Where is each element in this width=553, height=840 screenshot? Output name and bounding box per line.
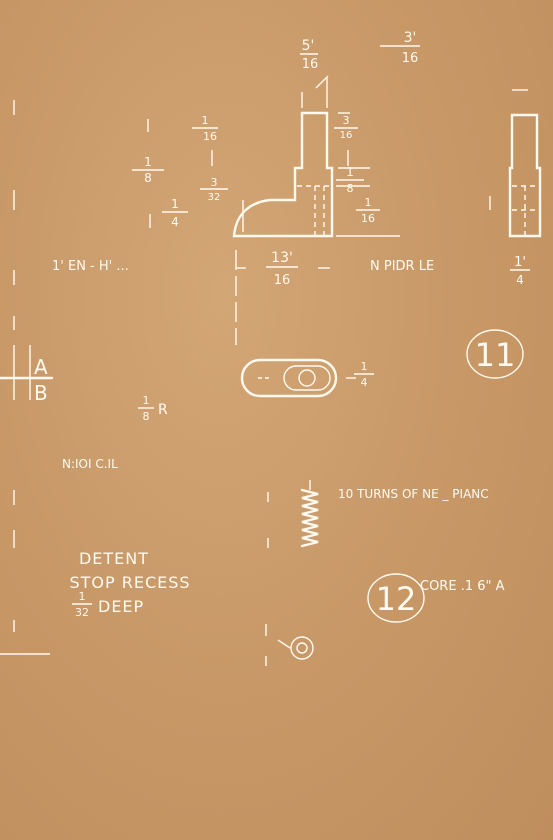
note-spring: 10 TURNS OF NE _ PIANC bbox=[338, 487, 489, 501]
note-nickel-plate-right: N PIDR LE bbox=[370, 259, 434, 274]
dim-right-8-num: 1 bbox=[346, 165, 354, 179]
dim-slot-num: 1 bbox=[361, 360, 368, 373]
dim-right-16a-num: 3 bbox=[343, 114, 350, 127]
note-detent-line2: STOP RECESS bbox=[69, 573, 190, 592]
dim-left-16-num: 1 bbox=[202, 114, 209, 127]
dim-radius-den: 8 bbox=[143, 410, 150, 423]
note-detent-line1: DETENT bbox=[79, 549, 149, 568]
note-detent-deep: DEEP bbox=[98, 597, 144, 616]
balloon-11-circle bbox=[466, 329, 524, 379]
dim-right-16b-den: 16 bbox=[361, 212, 375, 225]
dim-base-den: 16 bbox=[274, 273, 291, 288]
dim-left-4-num: 1 bbox=[171, 197, 179, 211]
dim-radius-num: 1 bbox=[143, 394, 150, 407]
slot-outline bbox=[240, 358, 338, 398]
note-core: CORE .1 6" A bbox=[420, 579, 505, 594]
left-edge-fragments bbox=[0, 100, 54, 655]
dim-top-3-num: 3' bbox=[404, 30, 417, 46]
dim-left-4-den: 4 bbox=[171, 215, 179, 229]
lever-profile bbox=[232, 111, 334, 238]
note-detent-frac-num: 1 bbox=[79, 590, 86, 603]
dim-right-16b-num: 1 bbox=[365, 196, 372, 209]
dim-top-3-den: 16 bbox=[402, 51, 419, 66]
spring-coils bbox=[300, 488, 319, 548]
dim-right-8-den: 8 bbox=[347, 182, 354, 195]
part-11-side-view bbox=[147, 75, 400, 345]
balloon-12-circle bbox=[367, 573, 425, 623]
slot-hole bbox=[298, 369, 316, 387]
pin-outer bbox=[290, 636, 314, 660]
part-12-pin bbox=[265, 624, 314, 666]
pin-inner bbox=[296, 642, 308, 654]
section-label-b: B bbox=[34, 381, 48, 405]
part-11-balloon: 11 bbox=[466, 329, 524, 379]
dim-radius-suffix: R bbox=[158, 402, 168, 418]
dim-base-num: 13' bbox=[271, 250, 293, 266]
dim-side-den: 4 bbox=[516, 273, 524, 287]
dim-top-5-num: 5' bbox=[302, 38, 315, 54]
dim-slot-den: 4 bbox=[361, 376, 368, 389]
slot-inner bbox=[283, 365, 331, 391]
part-12-spring bbox=[267, 480, 319, 548]
part-11-number: 11 bbox=[475, 336, 516, 374]
dim-right-16a-den: 16 bbox=[340, 130, 353, 141]
pin-leader bbox=[277, 639, 291, 649]
dim-left-32-num: 3 bbox=[211, 176, 218, 189]
dim-top-5-den: 16 bbox=[302, 57, 319, 72]
dim-left-16-den: 16 bbox=[203, 130, 217, 143]
dim-side-num: 1' bbox=[514, 255, 526, 270]
dim-left-8-num: 1 bbox=[144, 155, 152, 169]
part-11-end-view bbox=[489, 89, 542, 238]
dim-left-8-den: 8 bbox=[144, 171, 152, 185]
section-label-a: A bbox=[34, 355, 48, 379]
end-view-profile bbox=[508, 113, 542, 238]
note-embossed-length: 1' EN - H' ... bbox=[52, 259, 129, 274]
part-12-balloon: 12 bbox=[367, 573, 425, 623]
note-nickel-left: N:IOI C.IL bbox=[62, 457, 118, 471]
part-11-top-view bbox=[240, 358, 356, 398]
note-detent-frac-den: 32 bbox=[75, 606, 89, 619]
leader-top bbox=[315, 75, 329, 89]
part-12-number: 12 bbox=[376, 580, 417, 618]
dim-left-32-den: 32 bbox=[208, 192, 221, 203]
